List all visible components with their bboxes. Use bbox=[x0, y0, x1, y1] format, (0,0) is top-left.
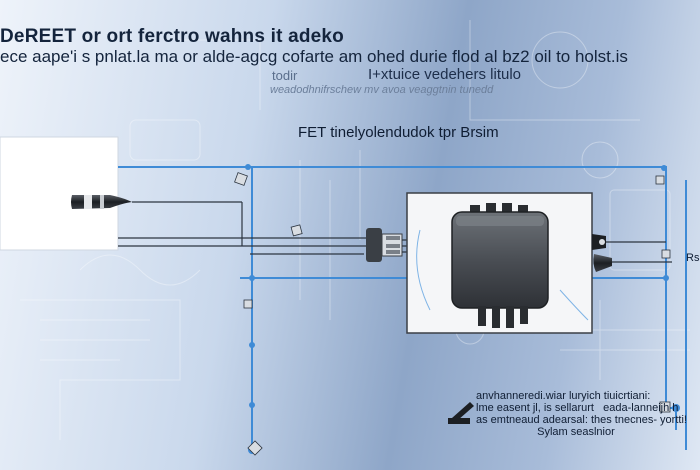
small-components bbox=[234, 172, 671, 456]
output-probe-bottom bbox=[593, 254, 612, 272]
footnote-text: anvhanneredi.wiar luryich tiuicrtiani: l… bbox=[476, 390, 687, 438]
background-schematic bbox=[20, 20, 690, 440]
overlay-faint-text: weadodhnifrschew mv avoa veaggtnin tuned… bbox=[270, 84, 494, 96]
connector-plug-icon bbox=[366, 228, 414, 262]
headline-line-1: DeREET or ort ferctro wahns it adeko bbox=[0, 26, 344, 47]
right-edge-label: Rs bbox=[686, 252, 700, 264]
headline-line-2: ece aape'i s pnlat.la ma or alde-agcg co… bbox=[0, 47, 628, 66]
diagram-title: FET tinelyolendudok tpr Brsim bbox=[298, 124, 499, 141]
overlay-middle-text: I+xtuice vedehers litulo bbox=[368, 66, 522, 83]
overlay-small-text: todir bbox=[272, 68, 298, 83]
probe-icon bbox=[71, 195, 242, 209]
input-panel bbox=[0, 136, 119, 251]
stamp-icon bbox=[448, 402, 474, 424]
fet-module-icon bbox=[416, 203, 589, 328]
output-probe-top bbox=[592, 234, 606, 250]
